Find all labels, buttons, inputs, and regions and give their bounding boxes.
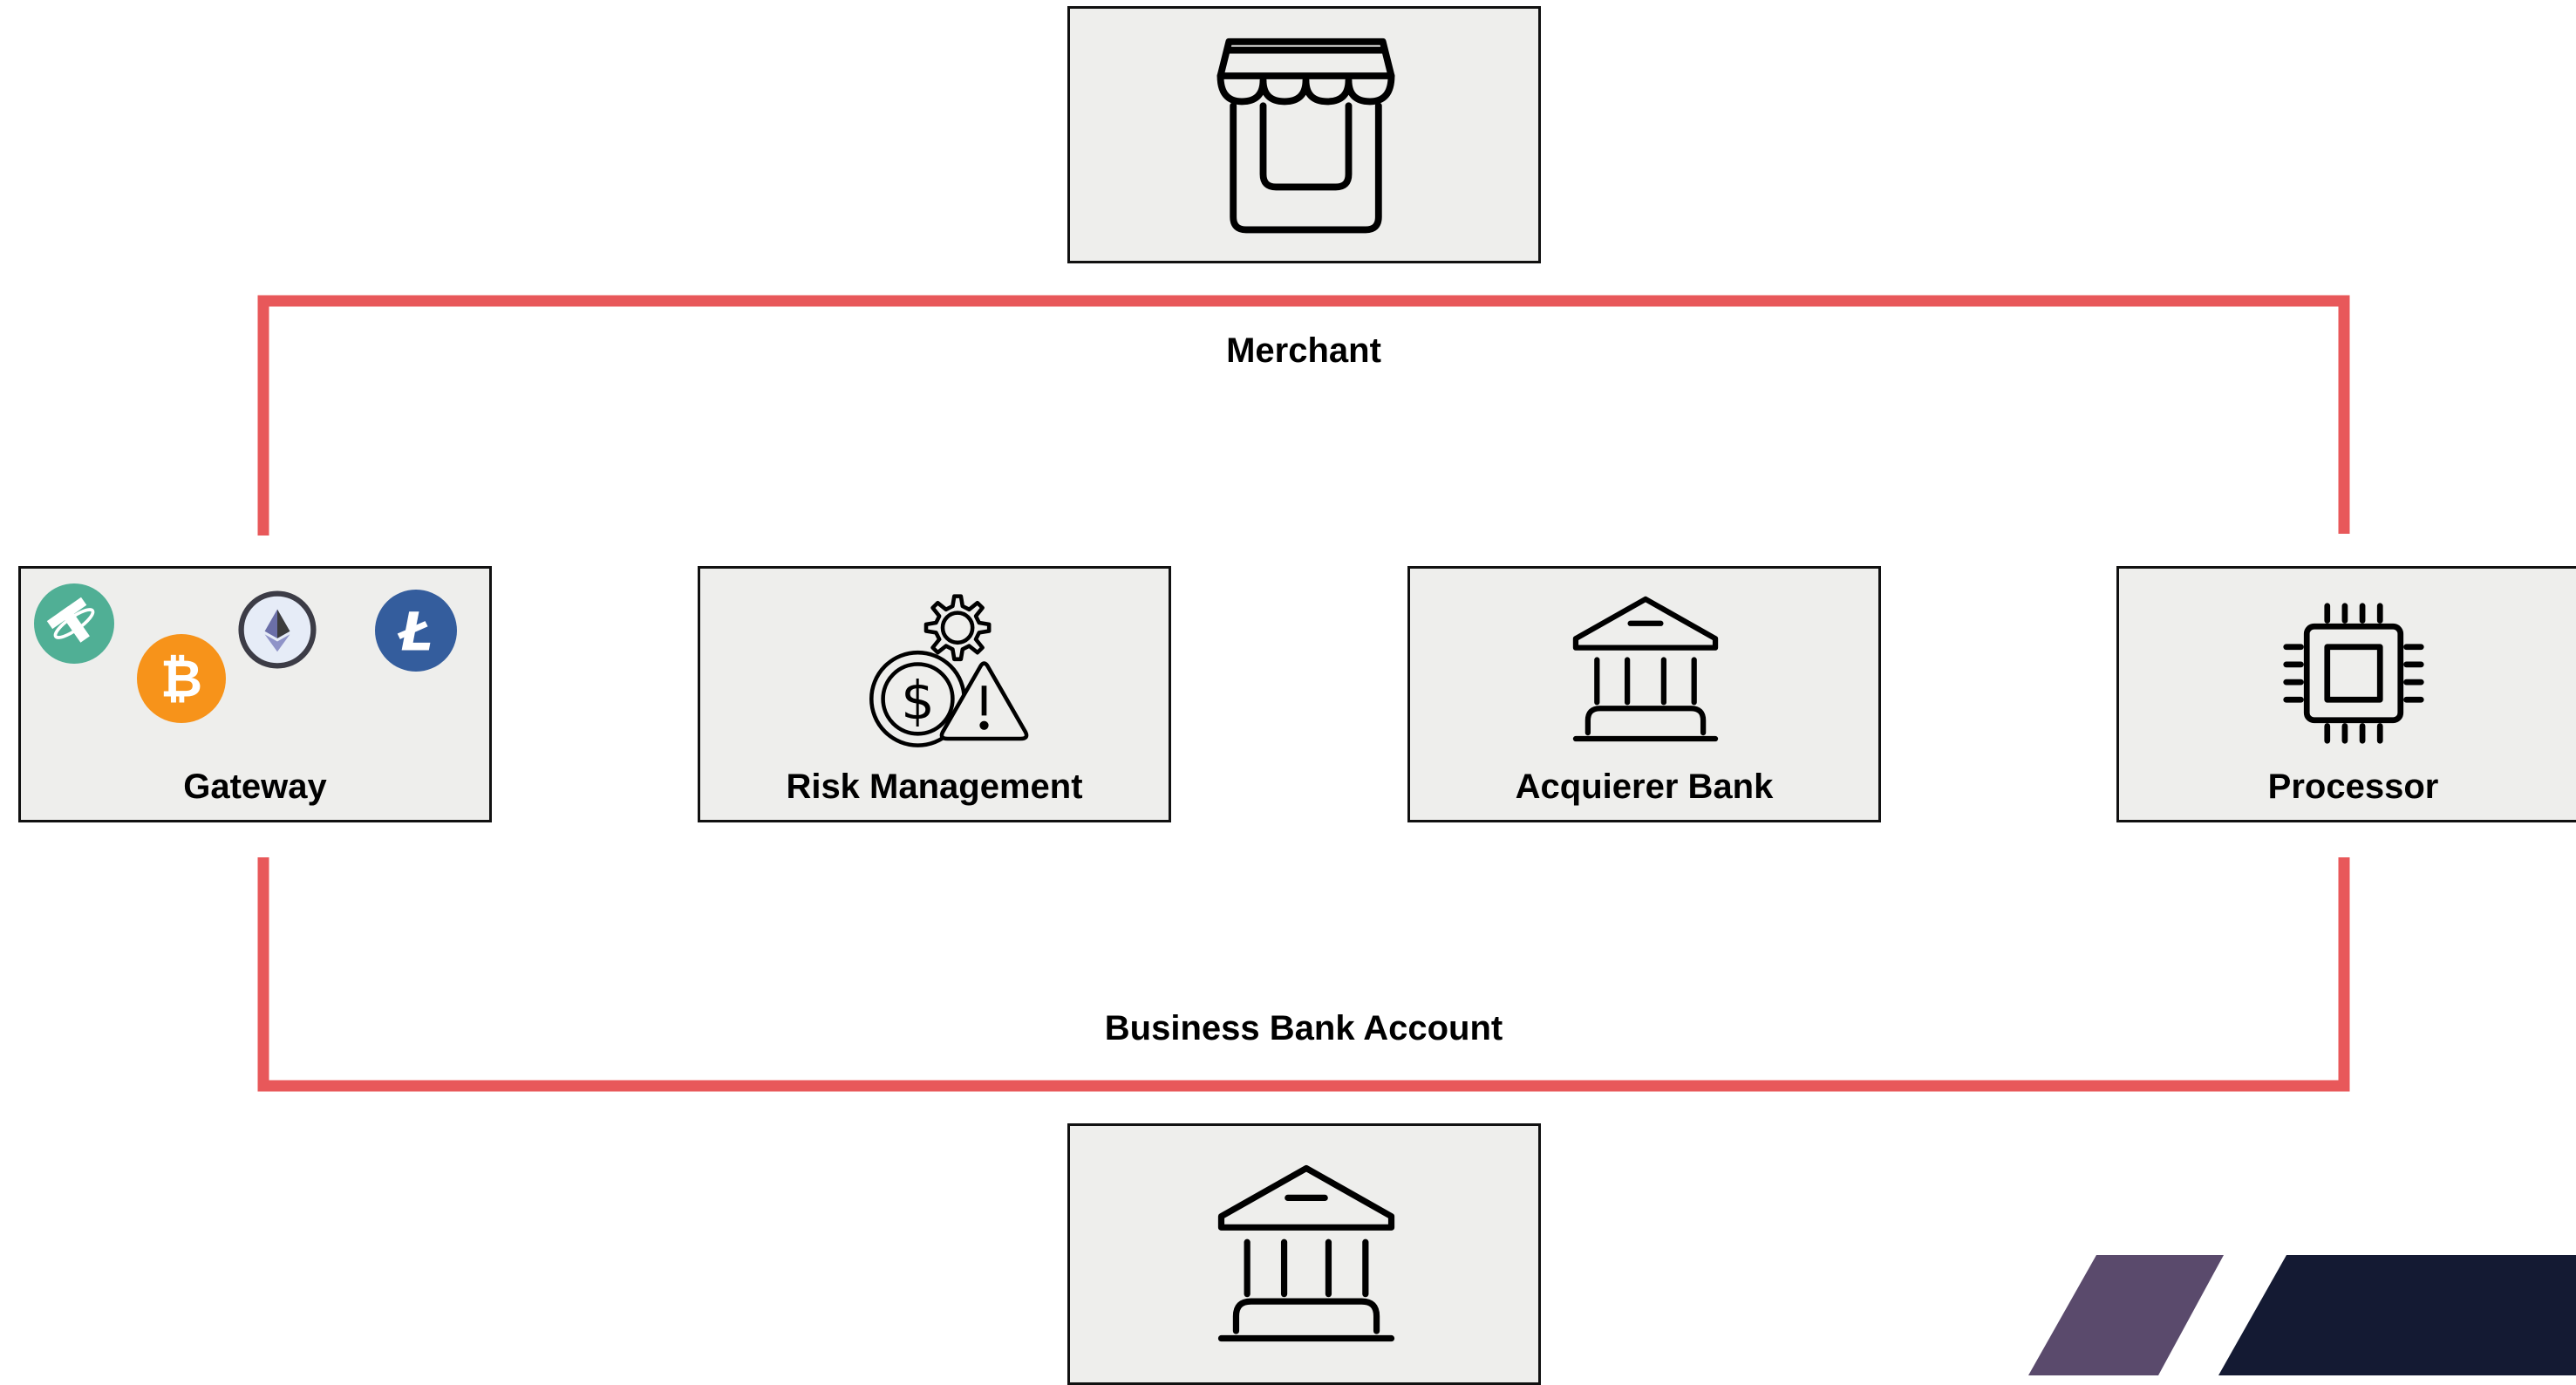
corner-accent-navy [2218, 1255, 2576, 1375]
bank-icon [1570, 591, 1721, 747]
processor-label: Processor [2267, 768, 2439, 806]
bank-account-connector-label: Business Bank Account [1104, 1009, 1503, 1047]
risk-management-node: $ Risk Management [698, 566, 1171, 822]
svg-text:Ł: Ł [397, 603, 433, 664]
risk-money-icon: $ [866, 590, 1036, 755]
bank-icon [1210, 1161, 1402, 1346]
merchant-connector-label: Merchant [1226, 331, 1381, 370]
bitcoin-icon: ₿ [137, 634, 226, 723]
gateway-label: Gateway [183, 768, 327, 806]
gateway-node: ₿ Ł Gateway [18, 566, 492, 822]
tether-icon [34, 583, 114, 664]
chip-icon [2280, 600, 2427, 747]
risk-management-label: Risk Management [786, 768, 1083, 806]
merchant-node [1067, 6, 1541, 263]
svg-text:₿: ₿ [160, 648, 202, 708]
corner-accent-purple [2028, 1255, 2224, 1375]
acquirer-bank-label: Acquierer Bank [1515, 768, 1774, 806]
store-icon [1199, 33, 1413, 247]
merchant-connector [257, 295, 2350, 536]
processor-node: Processor [2116, 566, 2576, 822]
business-bank-node [1067, 1123, 1541, 1385]
ethereum-icon [238, 590, 317, 669]
bank-account-connector [257, 857, 2350, 1092]
svg-text:$: $ [901, 671, 935, 732]
acquirer-bank-node: Acquierer Bank [1407, 566, 1881, 822]
litecoin-icon: Ł [375, 590, 457, 672]
